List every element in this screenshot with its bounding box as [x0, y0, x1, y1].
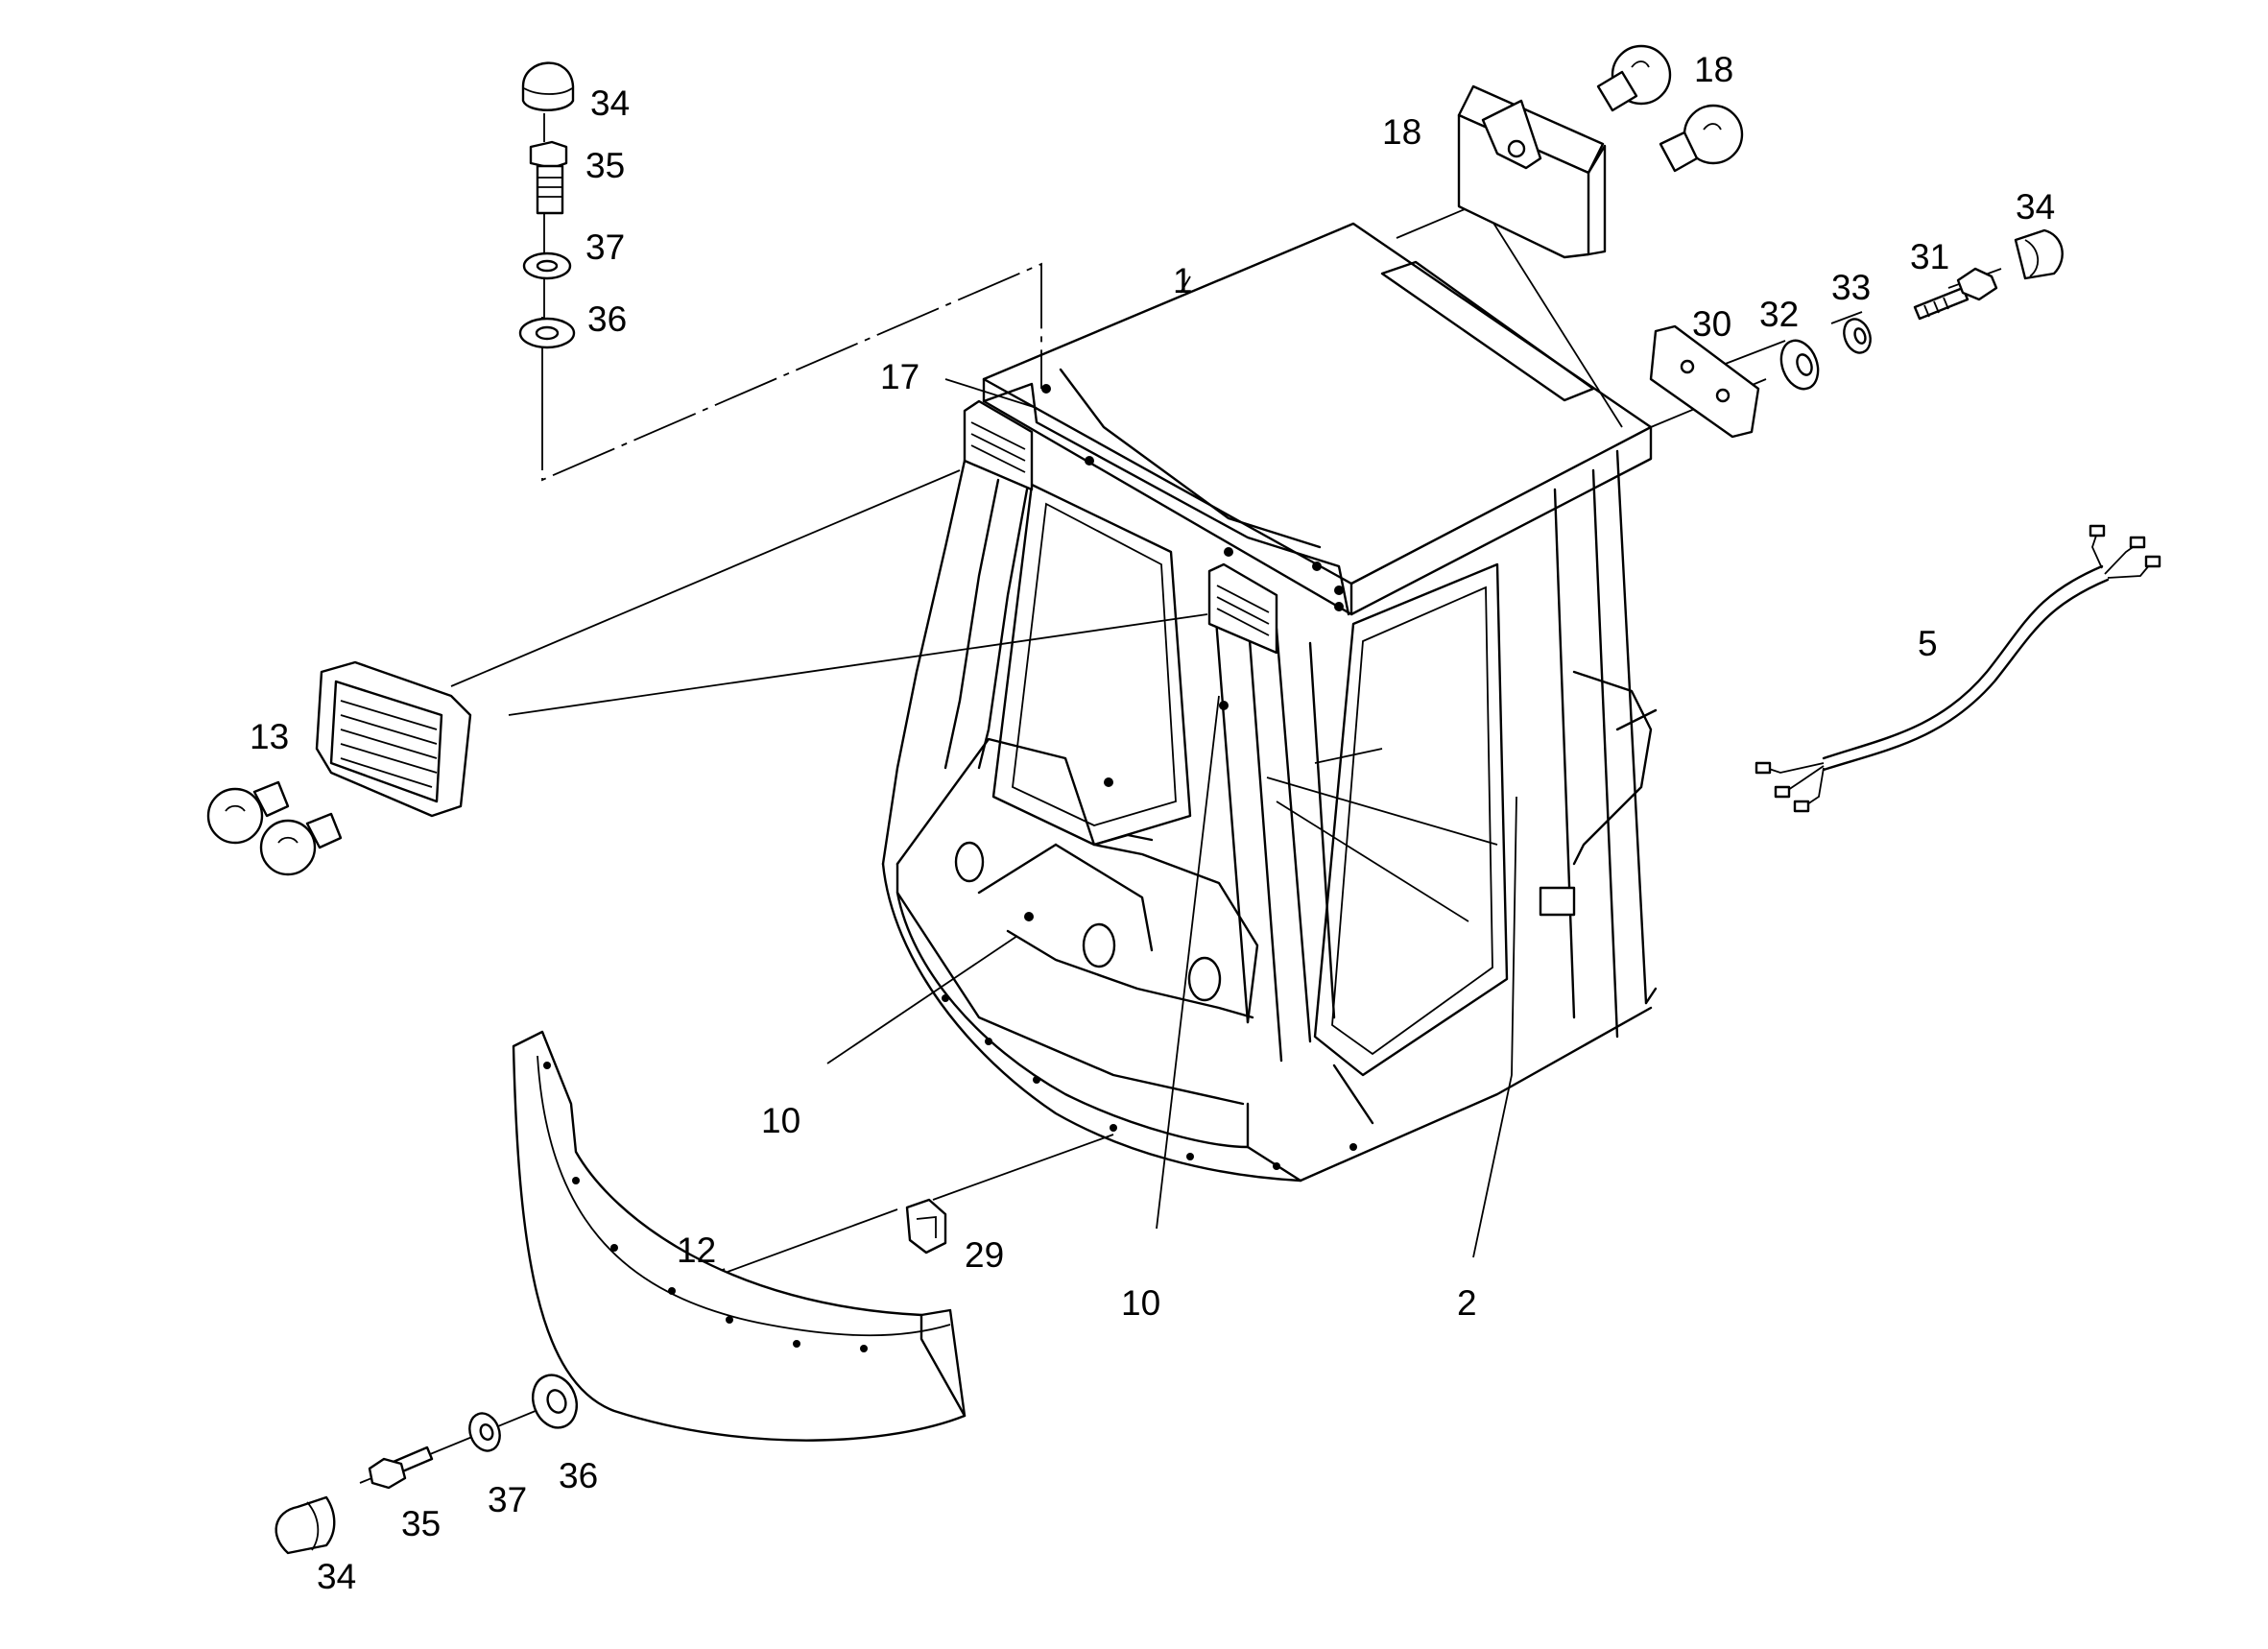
bulb-18-lower [1659, 104, 1744, 173]
clip-29 [905, 1198, 947, 1255]
wiring-harness [1755, 524, 2161, 813]
callout-1: 1 [1173, 261, 1193, 300]
callout-32: 32 [1759, 295, 1799, 334]
callout-2: 2 [1457, 1283, 1477, 1323]
callout-31: 31 [1910, 237, 1949, 276]
callout-36-top: 36 [587, 299, 627, 339]
washer-33 [1843, 318, 1872, 354]
callout-17: 17 [880, 357, 919, 396]
callout-18-light: 18 [1382, 112, 1421, 152]
callout-10-left: 10 [761, 1101, 800, 1140]
cab-frame [881, 222, 1658, 1183]
callout-34-right: 34 [2016, 187, 2055, 227]
callout-18-bulb: 18 [1694, 50, 1733, 89]
skirt-panel-12 [512, 1030, 967, 1442]
hardware-stack-top-left [518, 61, 576, 349]
callout-29: 29 [965, 1235, 1004, 1275]
front-light-left-mounted [963, 399, 1034, 491]
callout-35-bottom: 35 [401, 1504, 441, 1543]
hardware-stack-bottom-left [275, 1374, 578, 1555]
front-light-right-mounted [1207, 562, 1278, 655]
bulb-13-lower [259, 812, 343, 876]
callout-33: 33 [1831, 268, 1871, 307]
callout-34-top: 34 [590, 84, 630, 123]
cap-34-right [2014, 228, 2064, 280]
callout-labels: 1 2 5 10 10 12 13 17 18 18 29 30 31 32 3… [250, 50, 2055, 1596]
callout-37-top: 37 [585, 227, 625, 267]
callout-37-bottom: 37 [488, 1480, 527, 1519]
rear-light [1457, 84, 1607, 259]
bulb-18-upper [1596, 44, 1672, 112]
callout-5: 5 [1918, 624, 1938, 663]
bulb-13-upper [206, 780, 290, 845]
callout-36-bottom: 36 [559, 1456, 598, 1495]
callout-12: 12 [677, 1231, 716, 1270]
callout-13: 13 [250, 717, 289, 756]
bolt-31 [1913, 267, 1998, 321]
callout-35-top: 35 [585, 146, 625, 185]
mounting-plate-30 [1649, 324, 1760, 439]
callout-34-bottom: 34 [317, 1557, 356, 1596]
work-light-13 [315, 660, 472, 818]
washer-32 [1779, 339, 1820, 391]
callout-30: 30 [1692, 304, 1731, 344]
callout-10-center: 10 [1121, 1283, 1160, 1323]
